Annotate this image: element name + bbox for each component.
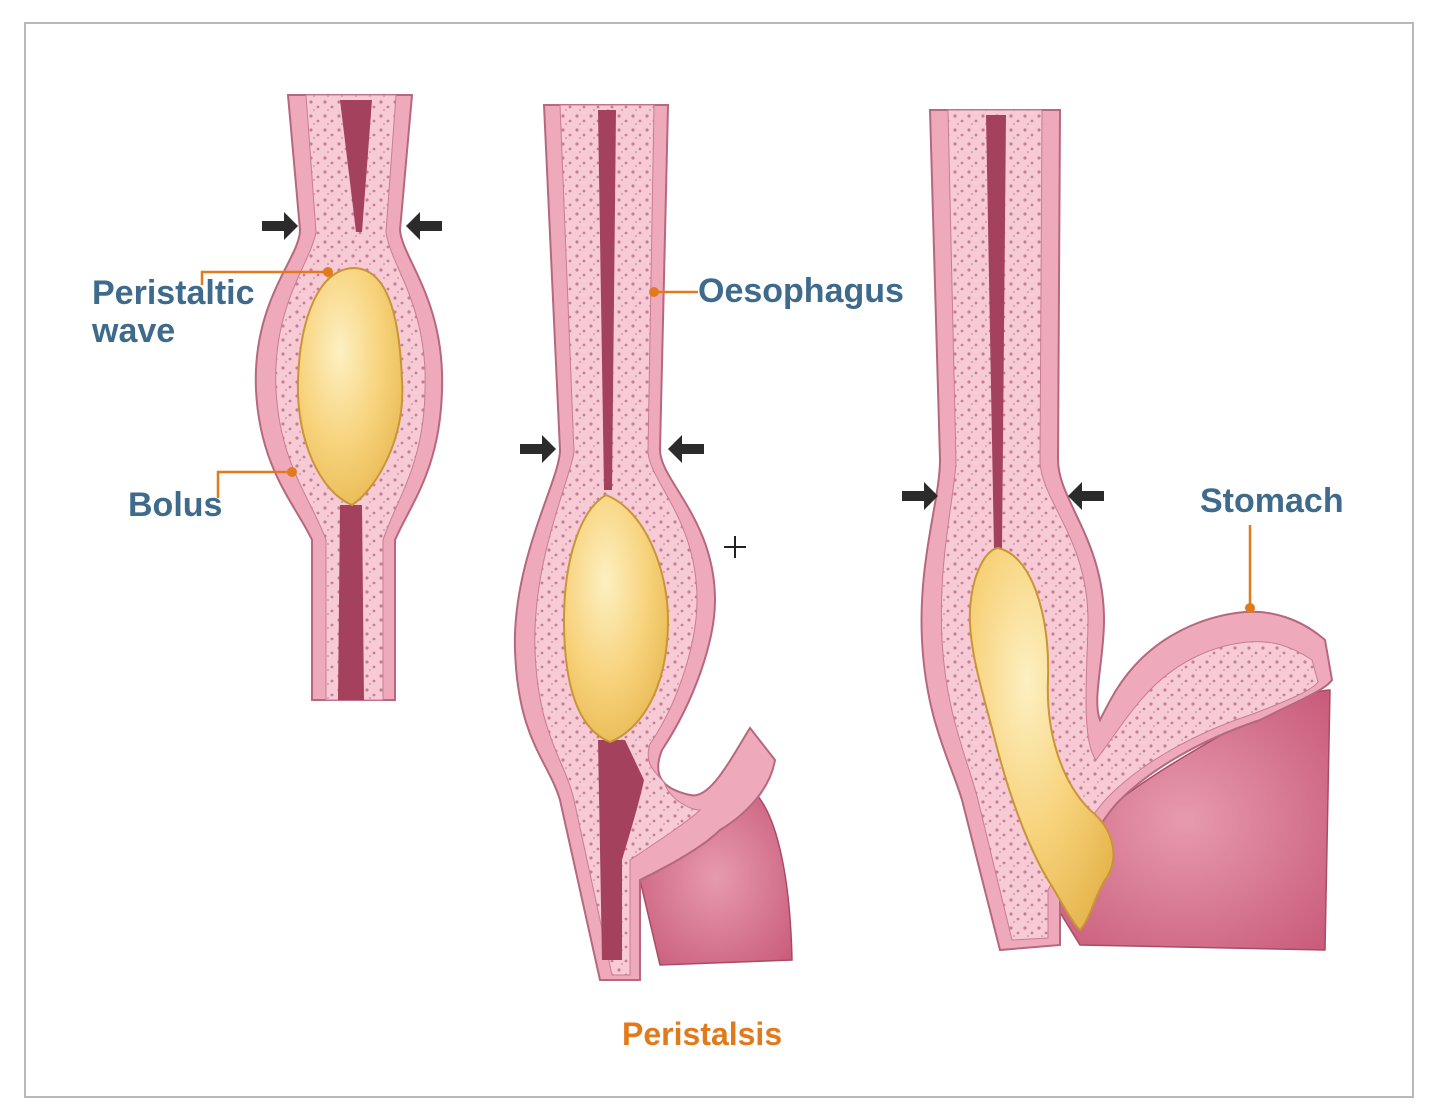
peristaltic-wave-label: Peristaltic wave xyxy=(92,274,255,350)
bolus xyxy=(968,546,1115,932)
lumen xyxy=(598,110,616,490)
leader-peristaltic-wave xyxy=(200,267,333,285)
plus-marker-icon xyxy=(724,536,746,558)
oesophagus-stage-3 xyxy=(920,109,1334,952)
oesophagus-label: Oesophagus xyxy=(698,272,904,310)
leader-bolus xyxy=(216,467,297,498)
oesophagus-stage-1 xyxy=(254,94,444,701)
bolus-label: Bolus xyxy=(128,486,223,524)
peristaltic-wave-label-line1: Peristaltic xyxy=(92,274,255,312)
arrow-right-icon xyxy=(262,212,298,240)
bolus xyxy=(296,266,404,507)
peristaltic-wave-label-line2: wave xyxy=(92,312,176,351)
arrow-left-icon xyxy=(668,435,704,463)
figure-caption: Peristalsis xyxy=(622,1016,783,1052)
lumen xyxy=(340,100,372,232)
bolus xyxy=(562,493,670,744)
lumen xyxy=(986,115,1006,550)
arrow-left-icon xyxy=(406,212,442,240)
stomach-label: Stomach xyxy=(1200,482,1344,520)
leader-oesophagus xyxy=(649,287,698,297)
oesophagus-stage-2 xyxy=(513,104,793,981)
arrow-left-icon xyxy=(1068,482,1104,510)
leader-stomach xyxy=(1245,525,1255,613)
arrow-right-icon xyxy=(902,482,938,510)
arrow-right-icon xyxy=(520,435,556,463)
